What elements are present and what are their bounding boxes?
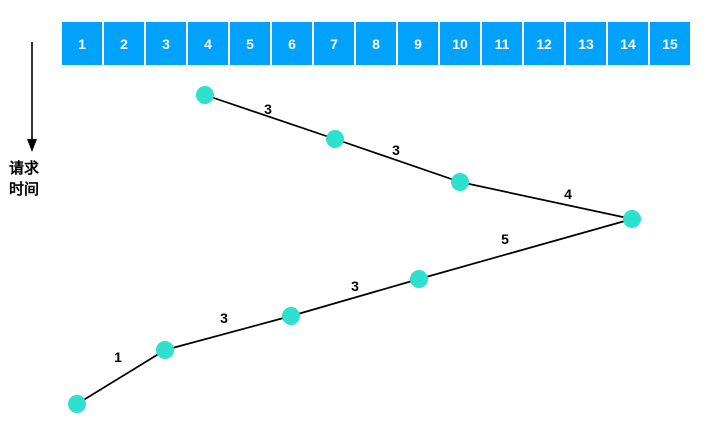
timeline-slot[interactable]: 8 — [356, 22, 396, 65]
timeline-slot[interactable]: 9 — [398, 22, 438, 65]
timeline-slot[interactable]: 5 — [230, 22, 270, 65]
edge-weight-label: 4 — [564, 186, 572, 202]
timeline-strip: 1 2 3 4 5 6 7 8 9 10 11 12 13 14 15 — [62, 22, 690, 65]
timeline-slot[interactable]: 13 — [566, 22, 606, 65]
time-axis-label-line-1: 请求 — [9, 160, 40, 177]
edge-weight-label: 5 — [501, 231, 509, 247]
edge-weight-label: 3 — [392, 142, 400, 158]
timeline-slot[interactable]: 11 — [482, 22, 522, 65]
edge-layer — [76, 94, 633, 405]
graph-node[interactable] — [156, 341, 174, 359]
timeline-slot[interactable]: 14 — [608, 22, 648, 65]
time-axis-label: 请求 时间 — [9, 158, 39, 201]
timeline-slot[interactable]: 4 — [188, 22, 228, 65]
graph-edge — [164, 315, 292, 351]
timeline-slot[interactable]: 12 — [524, 22, 564, 65]
edge-weight-label: 3 — [220, 310, 228, 326]
edge-weight-label: 3 — [264, 101, 272, 117]
timeline-slot[interactable]: 15 — [650, 22, 690, 65]
edge-weight-label: 3 — [351, 278, 359, 294]
graph-node[interactable] — [282, 307, 300, 325]
timeline-slot[interactable]: 6 — [272, 22, 312, 65]
timeline-slot[interactable]: 1 — [62, 22, 102, 65]
node-layer — [68, 86, 641, 413]
timeline-slot[interactable]: 3 — [146, 22, 186, 65]
graph-edge — [334, 138, 461, 183]
timeline-slot[interactable]: 7 — [314, 22, 354, 65]
graph-node[interactable] — [410, 270, 428, 288]
graph-edge — [76, 349, 166, 405]
edge-weight-layer: 3 3 4 5 3 3 1 — [114, 101, 572, 365]
graph-edge — [290, 278, 420, 317]
graph-node[interactable] — [451, 173, 469, 191]
graph-edge — [459, 181, 633, 220]
graph-node[interactable] — [623, 210, 641, 228]
graph-node[interactable] — [326, 130, 344, 148]
timeline-slot[interactable]: 2 — [104, 22, 144, 65]
edge-weight-label: 1 — [114, 349, 122, 365]
graph-edge — [204, 94, 336, 140]
graph-node[interactable] — [196, 86, 214, 104]
graph-node[interactable] — [68, 395, 86, 413]
time-axis-arrow — [27, 42, 37, 152]
timeline-slot[interactable]: 10 — [440, 22, 480, 65]
time-axis-label-line-2: 时间 — [9, 181, 40, 199]
graph-edge — [418, 218, 633, 280]
